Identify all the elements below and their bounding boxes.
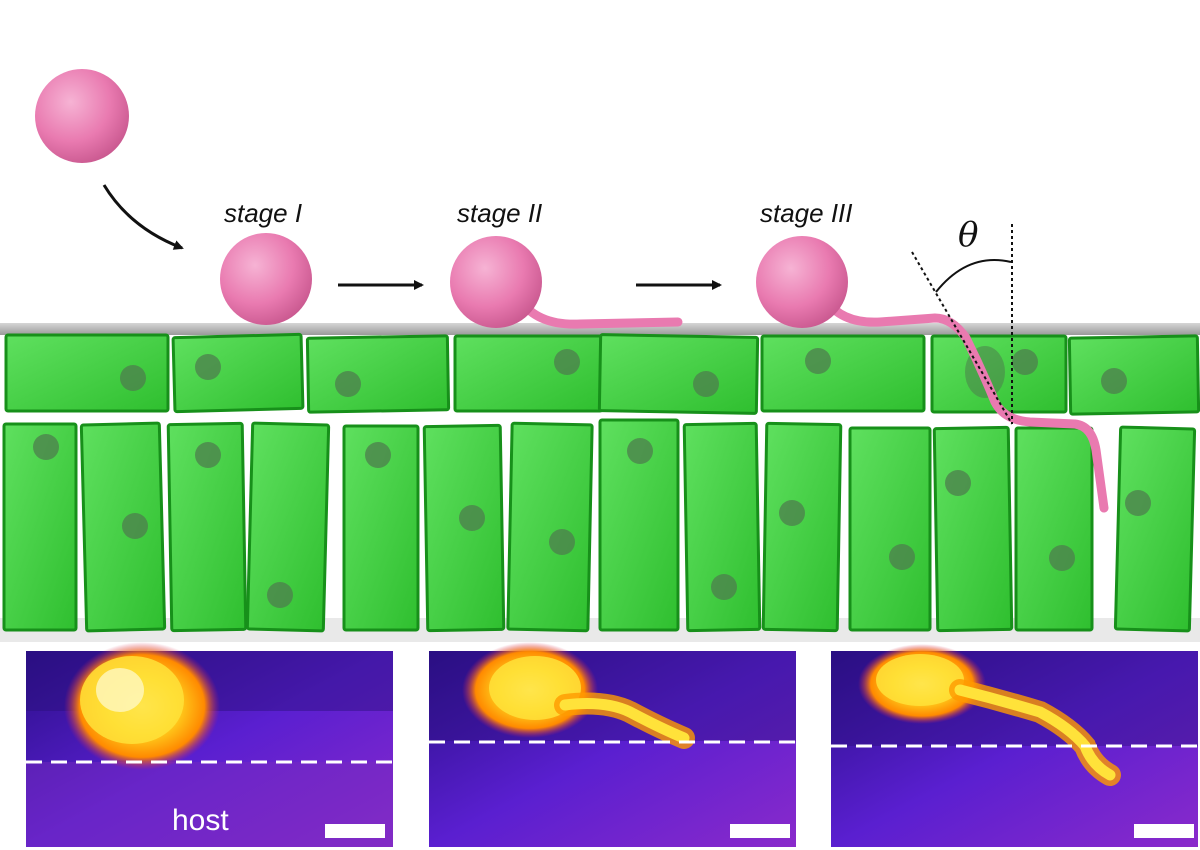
- stage-3-bacterium: [756, 236, 1109, 513]
- heatmap-panel-stage-1: host: [26, 642, 393, 847]
- epithelial-surface: [0, 323, 1200, 335]
- free-bacterium: [35, 69, 129, 163]
- stage-2-label: stage II: [457, 198, 542, 228]
- stage-1-bacterium: [220, 233, 312, 325]
- scale-bar: [325, 824, 385, 838]
- curved-arrow-icon: [102, 184, 184, 250]
- scale-bar: [730, 824, 790, 838]
- stage-1-label: stage I: [224, 198, 302, 228]
- upper-cell-layer: [4, 332, 1200, 416]
- theta-label: θ: [958, 215, 978, 255]
- lower-cell-layer: [0, 418, 1200, 642]
- heatmap-panel-stage-3: [831, 644, 1198, 847]
- heatmap-panel-stage-2: [429, 642, 796, 847]
- angle-annotation: θ: [911, 215, 1013, 425]
- stage-3-label: stage III: [760, 198, 853, 228]
- scale-bar: [1134, 824, 1194, 838]
- stage-2-bacterium: [450, 236, 683, 329]
- host-label: host: [172, 804, 229, 837]
